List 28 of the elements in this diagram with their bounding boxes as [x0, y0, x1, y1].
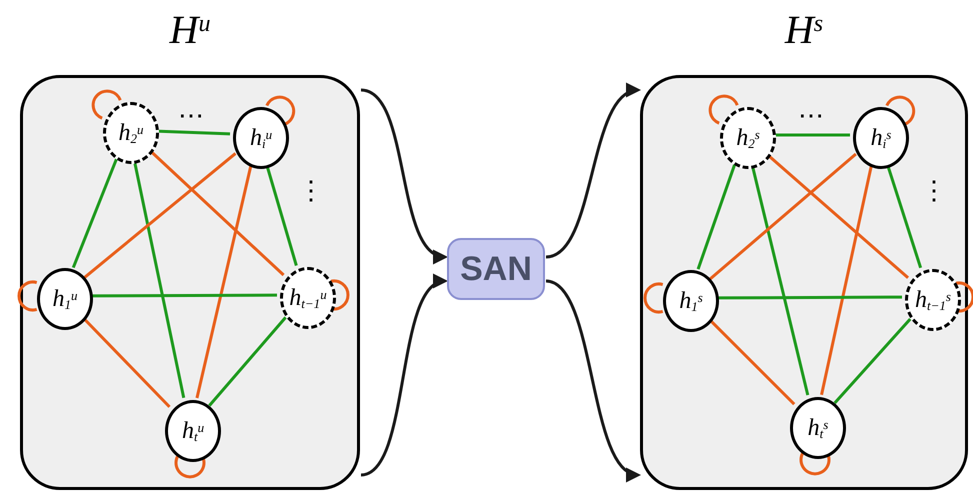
edge-line [208, 316, 287, 407]
edge-line [716, 296, 902, 300]
edge-line [196, 164, 252, 398]
edge-line [72, 158, 118, 268]
ellipsis-label: ⋮ [298, 178, 324, 204]
self-loop [18, 280, 38, 312]
edge-line [834, 318, 912, 404]
self-loop [174, 455, 206, 478]
edge-line [696, 163, 736, 270]
process-box: SAN [447, 238, 545, 300]
ellipsis-label: ⋯ [798, 103, 824, 129]
self-loop [708, 94, 739, 125]
edge-line [709, 152, 857, 280]
self-loop [886, 96, 916, 126]
self-loop [92, 90, 122, 120]
self-loop [266, 96, 296, 126]
edge-line [90, 294, 277, 298]
self-loop [330, 280, 350, 310]
edge-line [84, 152, 236, 279]
ellipsis-label: ⋯ [178, 103, 204, 129]
panel-title: H$^{u}$ [170, 10, 210, 50]
panel-title: H$^{s}$ [784, 10, 824, 50]
self-loop [644, 282, 664, 314]
ellipsis-label: ⋮ [921, 178, 947, 204]
self-loop [800, 452, 830, 476]
edge-line [820, 164, 873, 396]
edge-line [773, 134, 850, 136]
self-loop [954, 282, 973, 312]
